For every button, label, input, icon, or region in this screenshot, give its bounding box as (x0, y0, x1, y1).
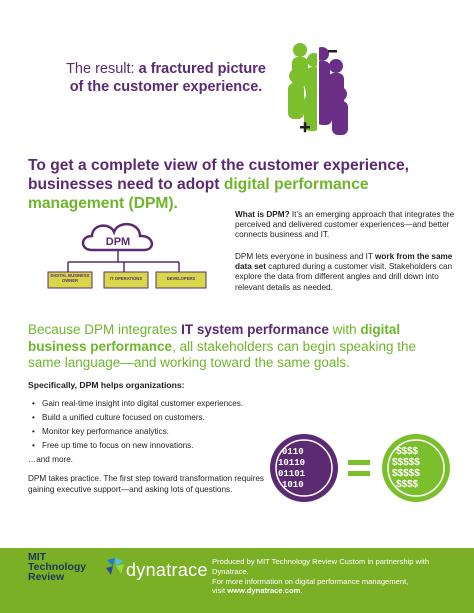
binary-circle-icon (270, 434, 338, 502)
result-heading: The result: a fractured picture of the c… (66, 60, 266, 96)
dynatrace-link[interactable]: www.dynatrace.com (227, 586, 301, 596)
dollar-circle-icon (382, 434, 450, 502)
box-developers (155, 271, 207, 289)
what-is-dpm-bold: What is DPM? (235, 210, 290, 219)
dpm-lets-text-1: DPM lets everyone in business and IT (235, 252, 376, 261)
specifically-heading: Specifically, DPM helps organizations: (28, 380, 185, 390)
and-more-text: …and more. (28, 455, 74, 464)
because-t2: with (328, 322, 361, 337)
because-b1: IT system performance (181, 322, 329, 337)
footer-bar (0, 548, 474, 613)
dynatrace-logo-icon (106, 558, 124, 575)
equals-icon (348, 460, 370, 465)
benefits-list: Gain real-time insight into digital cust… (28, 397, 278, 453)
box-label-digital-business-owner: DIGITAL BUSINESS OWNER (50, 273, 90, 283)
mit-technology-review-logo: MIT Technology Review (28, 551, 87, 583)
dynatrace-wordmark: dynatrace (126, 560, 208, 580)
svg-text:$$$$: $$$$ (396, 479, 419, 490)
svg-text:01101: 01101 (278, 469, 306, 479)
because-t1: Because DPM integrates (28, 322, 182, 337)
because-t3: , all stakeholders can begin speaking th… (28, 338, 416, 371)
box-label-it-operations: IT OPERATIONS (109, 276, 143, 281)
because-b2: digital business performance (28, 322, 401, 354)
list-item: Gain real-time insight into digital cust… (28, 397, 278, 411)
footer-credits: Produced by MIT Technology Review Custom… (212, 557, 430, 596)
svg-text:$$$$$: $$$$$ (392, 468, 420, 479)
box-digital-business-owner (47, 271, 93, 289)
svg-text:0110: 0110 (282, 447, 304, 457)
what-is-dpm-text: It’s an emerging approach that integrate… (235, 210, 455, 240)
fractured-people-icon (288, 43, 348, 136)
svg-text:$$$$: $$$$ (396, 446, 419, 457)
box-label-developers: DEVELOPERS (166, 276, 196, 281)
svg-text:1010: 1010 (282, 480, 304, 490)
because-dpm-statement: Because DPM integrates IT system perform… (28, 322, 448, 372)
result-bold-1: a fractured picture (134, 61, 266, 77)
practice-paragraph: DPM takes practice. The first step towar… (28, 474, 265, 494)
cloud-icon (81, 223, 153, 252)
list-item: Build a unified culture focused on custo… (28, 411, 278, 425)
svg-text:10110: 10110 (278, 458, 305, 468)
dpm-lets-paragraph: DPM lets everyone in business and IT wor… (235, 252, 455, 293)
headline-green: digital performance management (DPM). (28, 176, 369, 212)
list-item: Monitor key performance analytics. (28, 425, 278, 439)
dpm-lets-bold: work from the same data set (235, 252, 453, 272)
what-is-dpm-paragraph: What is DPM? It’s an emerging approach t… (235, 210, 455, 241)
dpm-lets-text-2: captured during a customer visit. Stakeh… (235, 262, 453, 292)
result-bold-2: of the customer experience. (69, 79, 263, 95)
svg-text:$$$$$: $$$$$ (392, 457, 420, 468)
headline-text: To get a complete view of the customer e… (28, 157, 410, 193)
list-item: Free up time to focus on new innovations… (28, 439, 278, 453)
main-headline: To get a complete view of the customer e… (28, 156, 453, 213)
cloud-label: DPM (106, 236, 130, 248)
dpm-diagram: DPM (47, 223, 207, 289)
result-prefix: The result: (66, 61, 135, 77)
binary-equals-dollar-icon: 0110 10110 01101 1010 $$$$ $$$$$ $$$$$ $… (270, 434, 450, 502)
box-it-operations (103, 271, 149, 289)
